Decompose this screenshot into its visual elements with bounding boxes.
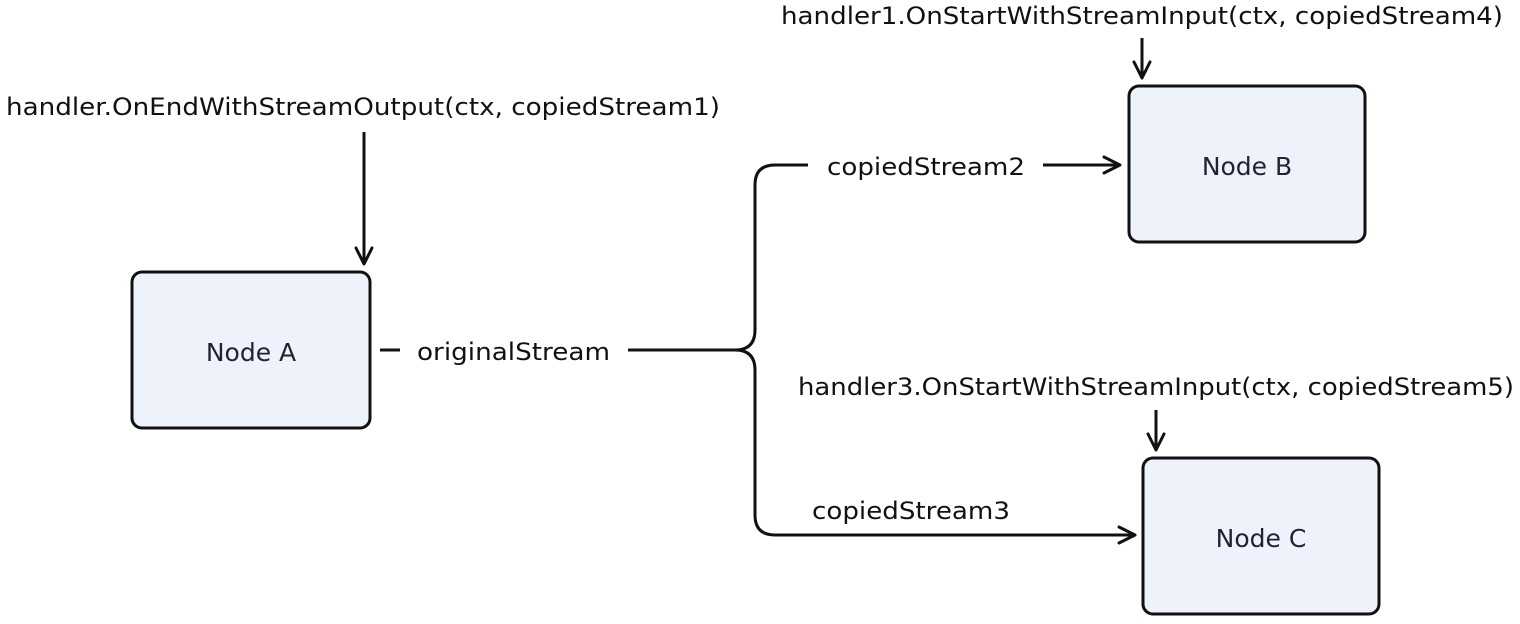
fork-brace-lower [734, 348, 1137, 545]
original-stream-label: originalStream [417, 338, 610, 366]
copied-stream3-label: copiedStream3 [812, 497, 1010, 525]
node-a-label: Node A [206, 338, 296, 367]
handler-b-label: handler1.OnStartWithStreamInput(ctx, cop… [781, 2, 1503, 30]
node-a-box [130, 270, 372, 430]
node-c-label: Node C [1216, 524, 1307, 553]
handler-a-label: handler.OnEndWithStreamOutput(ctx, copie… [6, 93, 720, 121]
node-b-box [1127, 84, 1367, 244]
fork-brace [734, 163, 808, 352]
node-b-label: Node B [1202, 152, 1292, 181]
handler-c-label: handler3.OnStartWithStreamInput(ctx, cop… [798, 373, 1514, 401]
copied-stream2-label: copiedStream2 [827, 153, 1025, 181]
node-c-box [1141, 456, 1381, 616]
